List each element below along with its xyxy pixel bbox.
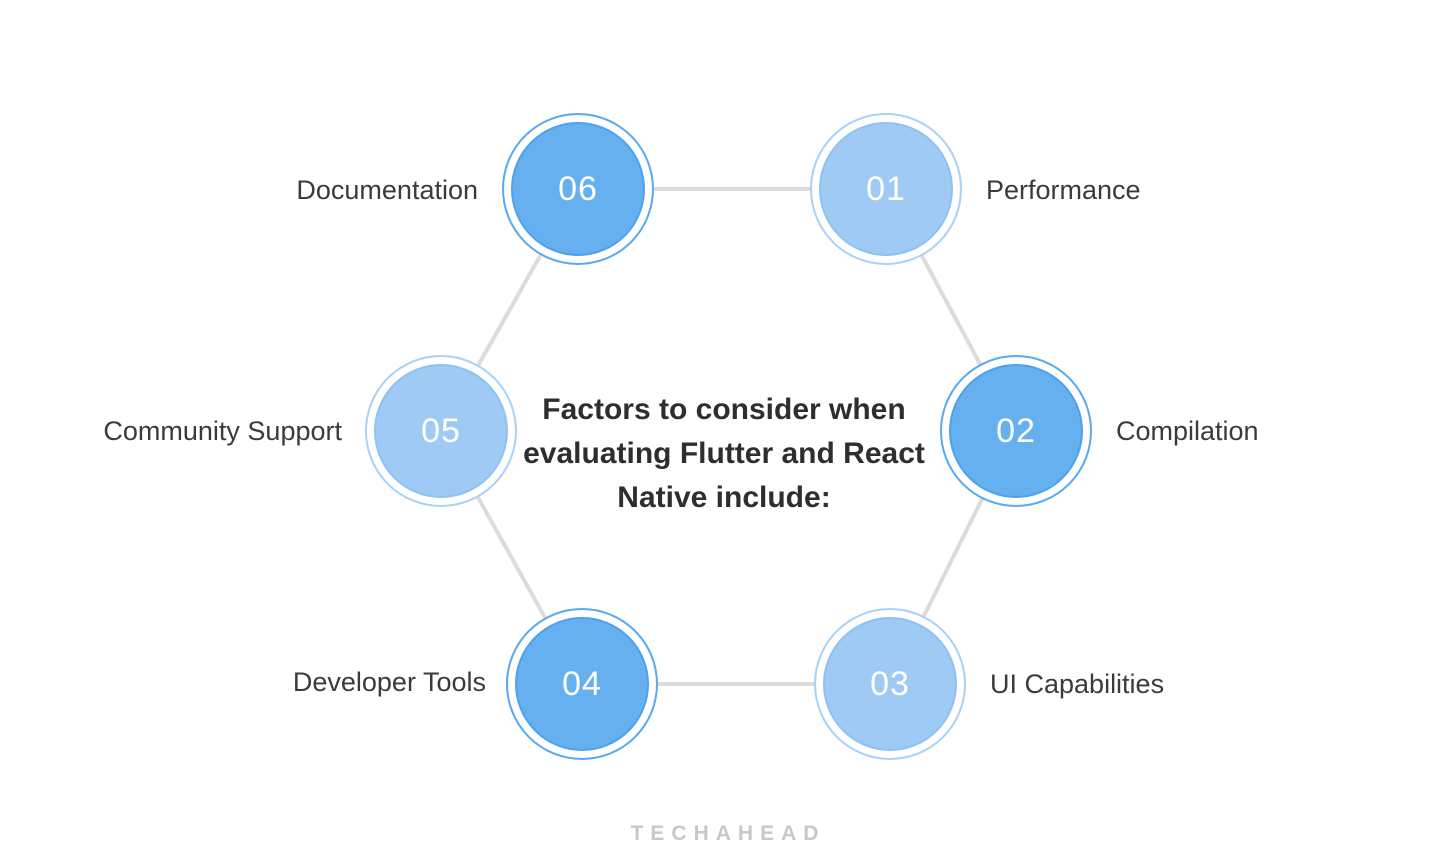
node-circle-documentation: 06 [502, 113, 654, 265]
node-circle-compilation: 02 [940, 355, 1092, 507]
node-number-04: 04 [515, 617, 649, 751]
node-label-ui-capabilities: UI Capabilities [990, 669, 1165, 699]
center-title-line-1: Factors to consider when [542, 393, 906, 426]
node-label-performance: Performance [986, 175, 1141, 205]
center-title-line-3: Native include: [617, 481, 831, 514]
node-circle-developer-tools: 04 [506, 608, 658, 760]
node-label-documentation: Documentation [296, 175, 478, 205]
node-number-01: 01 [819, 122, 953, 256]
node-label-developer-tools: Developer Tools [292, 667, 486, 697]
techahead-logo: TECHAHEAD [630, 822, 826, 845]
node-circle-performance: 01 [810, 113, 962, 265]
node-label-compilation: Compilation [1116, 416, 1259, 446]
node-number-05: 05 [374, 364, 508, 498]
node-number-03: 03 [823, 617, 957, 751]
node-circle-ui-capabilities: 03 [814, 608, 966, 760]
center-title-line-2: evaluating Flutter and React [523, 437, 925, 470]
node-number-06: 06 [511, 122, 645, 256]
node-label-community-support: Community Support [103, 416, 342, 446]
center-title: Factors to consider when evaluating Flut… [494, 388, 954, 520]
node-number-02: 02 [949, 364, 1083, 498]
node-circle-community-support: 05 [365, 355, 517, 507]
